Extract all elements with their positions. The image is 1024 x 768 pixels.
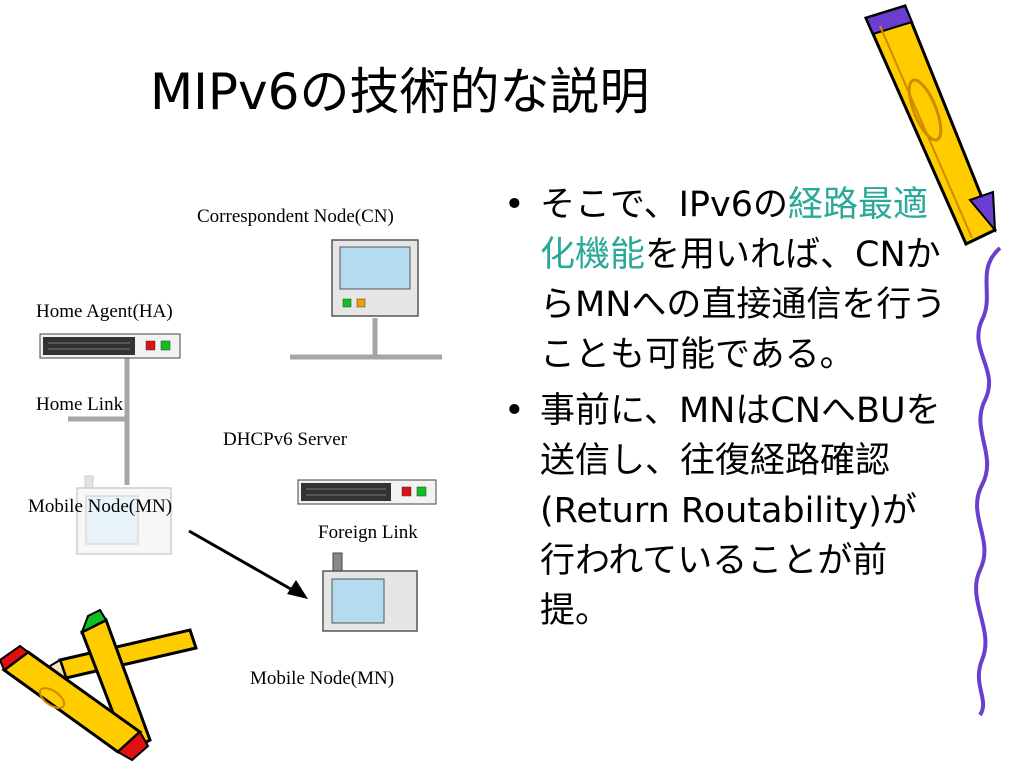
- bullet-1-text-end: を用いれば、CNからMNへの直接通信を行うことも可能である。: [540, 235, 947, 375]
- ha-label: Home Agent(HA): [36, 301, 173, 322]
- bullet-dot: •: [504, 391, 525, 431]
- bullet-1-text-start: そこで、IPv6の: [540, 185, 789, 225]
- bullet-dot: •: [504, 185, 525, 225]
- pencil-right-icon: [863, 4, 997, 247]
- mn-foreign-label: Mobile Node(MN): [250, 668, 395, 689]
- bullet-item-1: • そこで、IPv6の経路最適化機能を用いれば、CNからMNへの直接通信を行うこ…: [498, 180, 948, 380]
- dhcp-server-icon: [297, 479, 437, 505]
- home-agent-server-icon: [39, 333, 181, 359]
- cn-label: Correspondent Node(CN): [197, 206, 394, 227]
- home-link-label: Home Link: [36, 394, 124, 415]
- mn-home-label: Mobile Node(MN): [28, 496, 173, 517]
- foreign-link-label: Foreign Link: [318, 522, 418, 543]
- bullet-2-text: 事前に、MNはCNへBUを送信し、往復経路確認(Return Routabili…: [540, 391, 941, 631]
- cn-network-wire: [290, 318, 442, 360]
- mn-home-faded-icon: [76, 475, 172, 555]
- slide-title: MIPv6の技術的な説明: [150, 63, 650, 121]
- bullet-list: • そこで、IPv6の経路最適化機能を用いれば、CNからMNへの直接通信を行うこ…: [498, 180, 948, 642]
- pencils-bottom-left-icon: [0, 608, 198, 762]
- dhcp-label: DHCPv6 Server: [223, 429, 348, 450]
- bullet-1-highlight: 経路最適化機能: [540, 185, 929, 275]
- bullet-item-2: • 事前に、MNはCNへBUを送信し、往復経路確認(Return Routabi…: [498, 386, 948, 636]
- mn-foreign-icon: [322, 552, 418, 632]
- cn-computer-icon: [331, 239, 419, 317]
- wavy-line-decoration: [974, 246, 1002, 717]
- movement-arrow: [188, 529, 308, 599]
- home-link-wire: [68, 358, 130, 485]
